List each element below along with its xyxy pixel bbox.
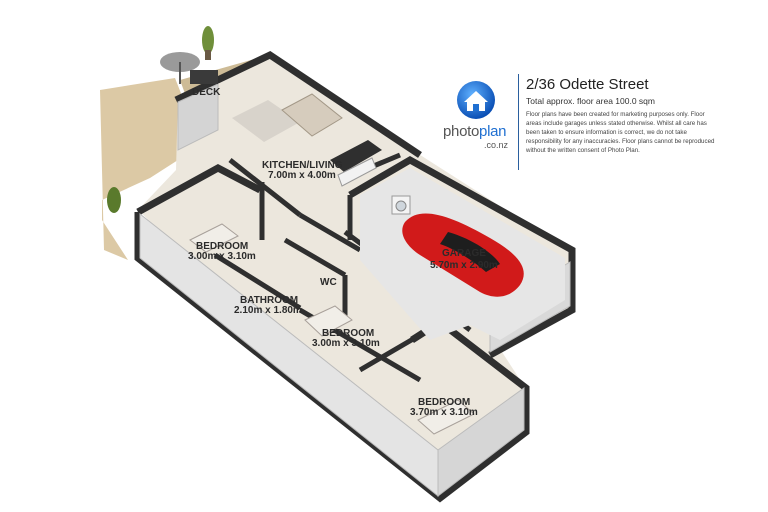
washer-door: [395, 200, 407, 212]
east-wall-face: [437, 387, 525, 498]
house-floor: [138, 58, 572, 500]
plant-deck: [202, 26, 214, 60]
room-name-deck: DECK: [192, 87, 221, 98]
deck-area: [100, 78, 186, 260]
house-icon: [457, 81, 495, 119]
north-face: [177, 83, 219, 151]
room-dims-bedroom-3: 3.70m x 3.10m: [410, 407, 478, 418]
garage-wall: [348, 155, 576, 359]
room-name-bathroom: BATHROOM: [240, 295, 298, 306]
brand-word-plan: plan: [479, 123, 507, 140]
floor-area-text: Total approx. floor area 100.0 sqm: [526, 96, 655, 106]
kitchen-island: [337, 157, 377, 187]
bed-3: [417, 399, 475, 435]
room-name-bedroom-1: BEDROOM: [196, 241, 248, 252]
room-name-wc: WC: [320, 277, 337, 288]
room-name-garage: GARAGE: [442, 248, 486, 259]
room-name-kitchen: KITCHEN/LIVING: [262, 160, 343, 171]
bedroom-wing-wall: [136, 164, 262, 216]
room-dims-bedroom-2: 3.00m x 3.10m: [312, 338, 380, 349]
outer-wall: [174, 50, 422, 158]
room-dims-kitchen: 7.00m x 4.00m: [268, 170, 336, 181]
kitchen-counter: [330, 140, 382, 172]
room-dims-bedroom-1: 3.00m x 3.10m: [188, 251, 256, 262]
property-address: 2/36 Odette Street: [526, 76, 649, 93]
room-dims-garage: 5.70m x 2.90m: [430, 260, 498, 271]
disclaimer-text: Floor plans have been created for market…: [526, 111, 715, 154]
plant-side: [107, 187, 121, 213]
room-name-bedroom-3: BEDROOM: [418, 397, 470, 408]
brand-wordmark: photoplan: [443, 124, 523, 139]
brand-word-photo: photo: [443, 123, 480, 140]
room-name-bedroom-2: BEDROOM: [322, 328, 374, 339]
bed-1: [189, 223, 239, 253]
sofa: [281, 93, 343, 137]
car-graphic: [402, 213, 524, 297]
header-divider: [518, 74, 519, 170]
room-dims-bathroom: 2.10m x 1.80m: [234, 305, 302, 316]
brand-domain: .co.nz: [484, 140, 509, 150]
bed-2: [304, 305, 353, 337]
patio-umbrella: [160, 52, 218, 84]
